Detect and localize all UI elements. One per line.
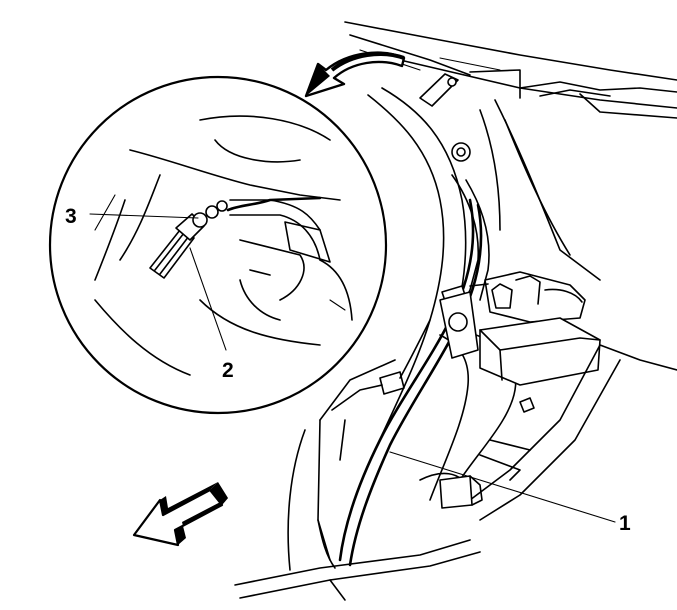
sensor-connector [149,200,228,279]
front-direction-arrow-icon [132,482,228,547]
detail-view [48,75,388,415]
curved-rotation-arrow-icon [304,51,406,98]
leader-line-3 [89,213,199,219]
callout-label-2: 2 [222,359,234,382]
leader-line-1 [389,451,616,523]
leader-lines [89,213,616,523]
leader-line-2 [189,247,227,351]
callout-label-3: 3 [65,205,77,228]
callout-label-1: 1 [619,512,631,535]
vehicle-body [234,21,677,601]
